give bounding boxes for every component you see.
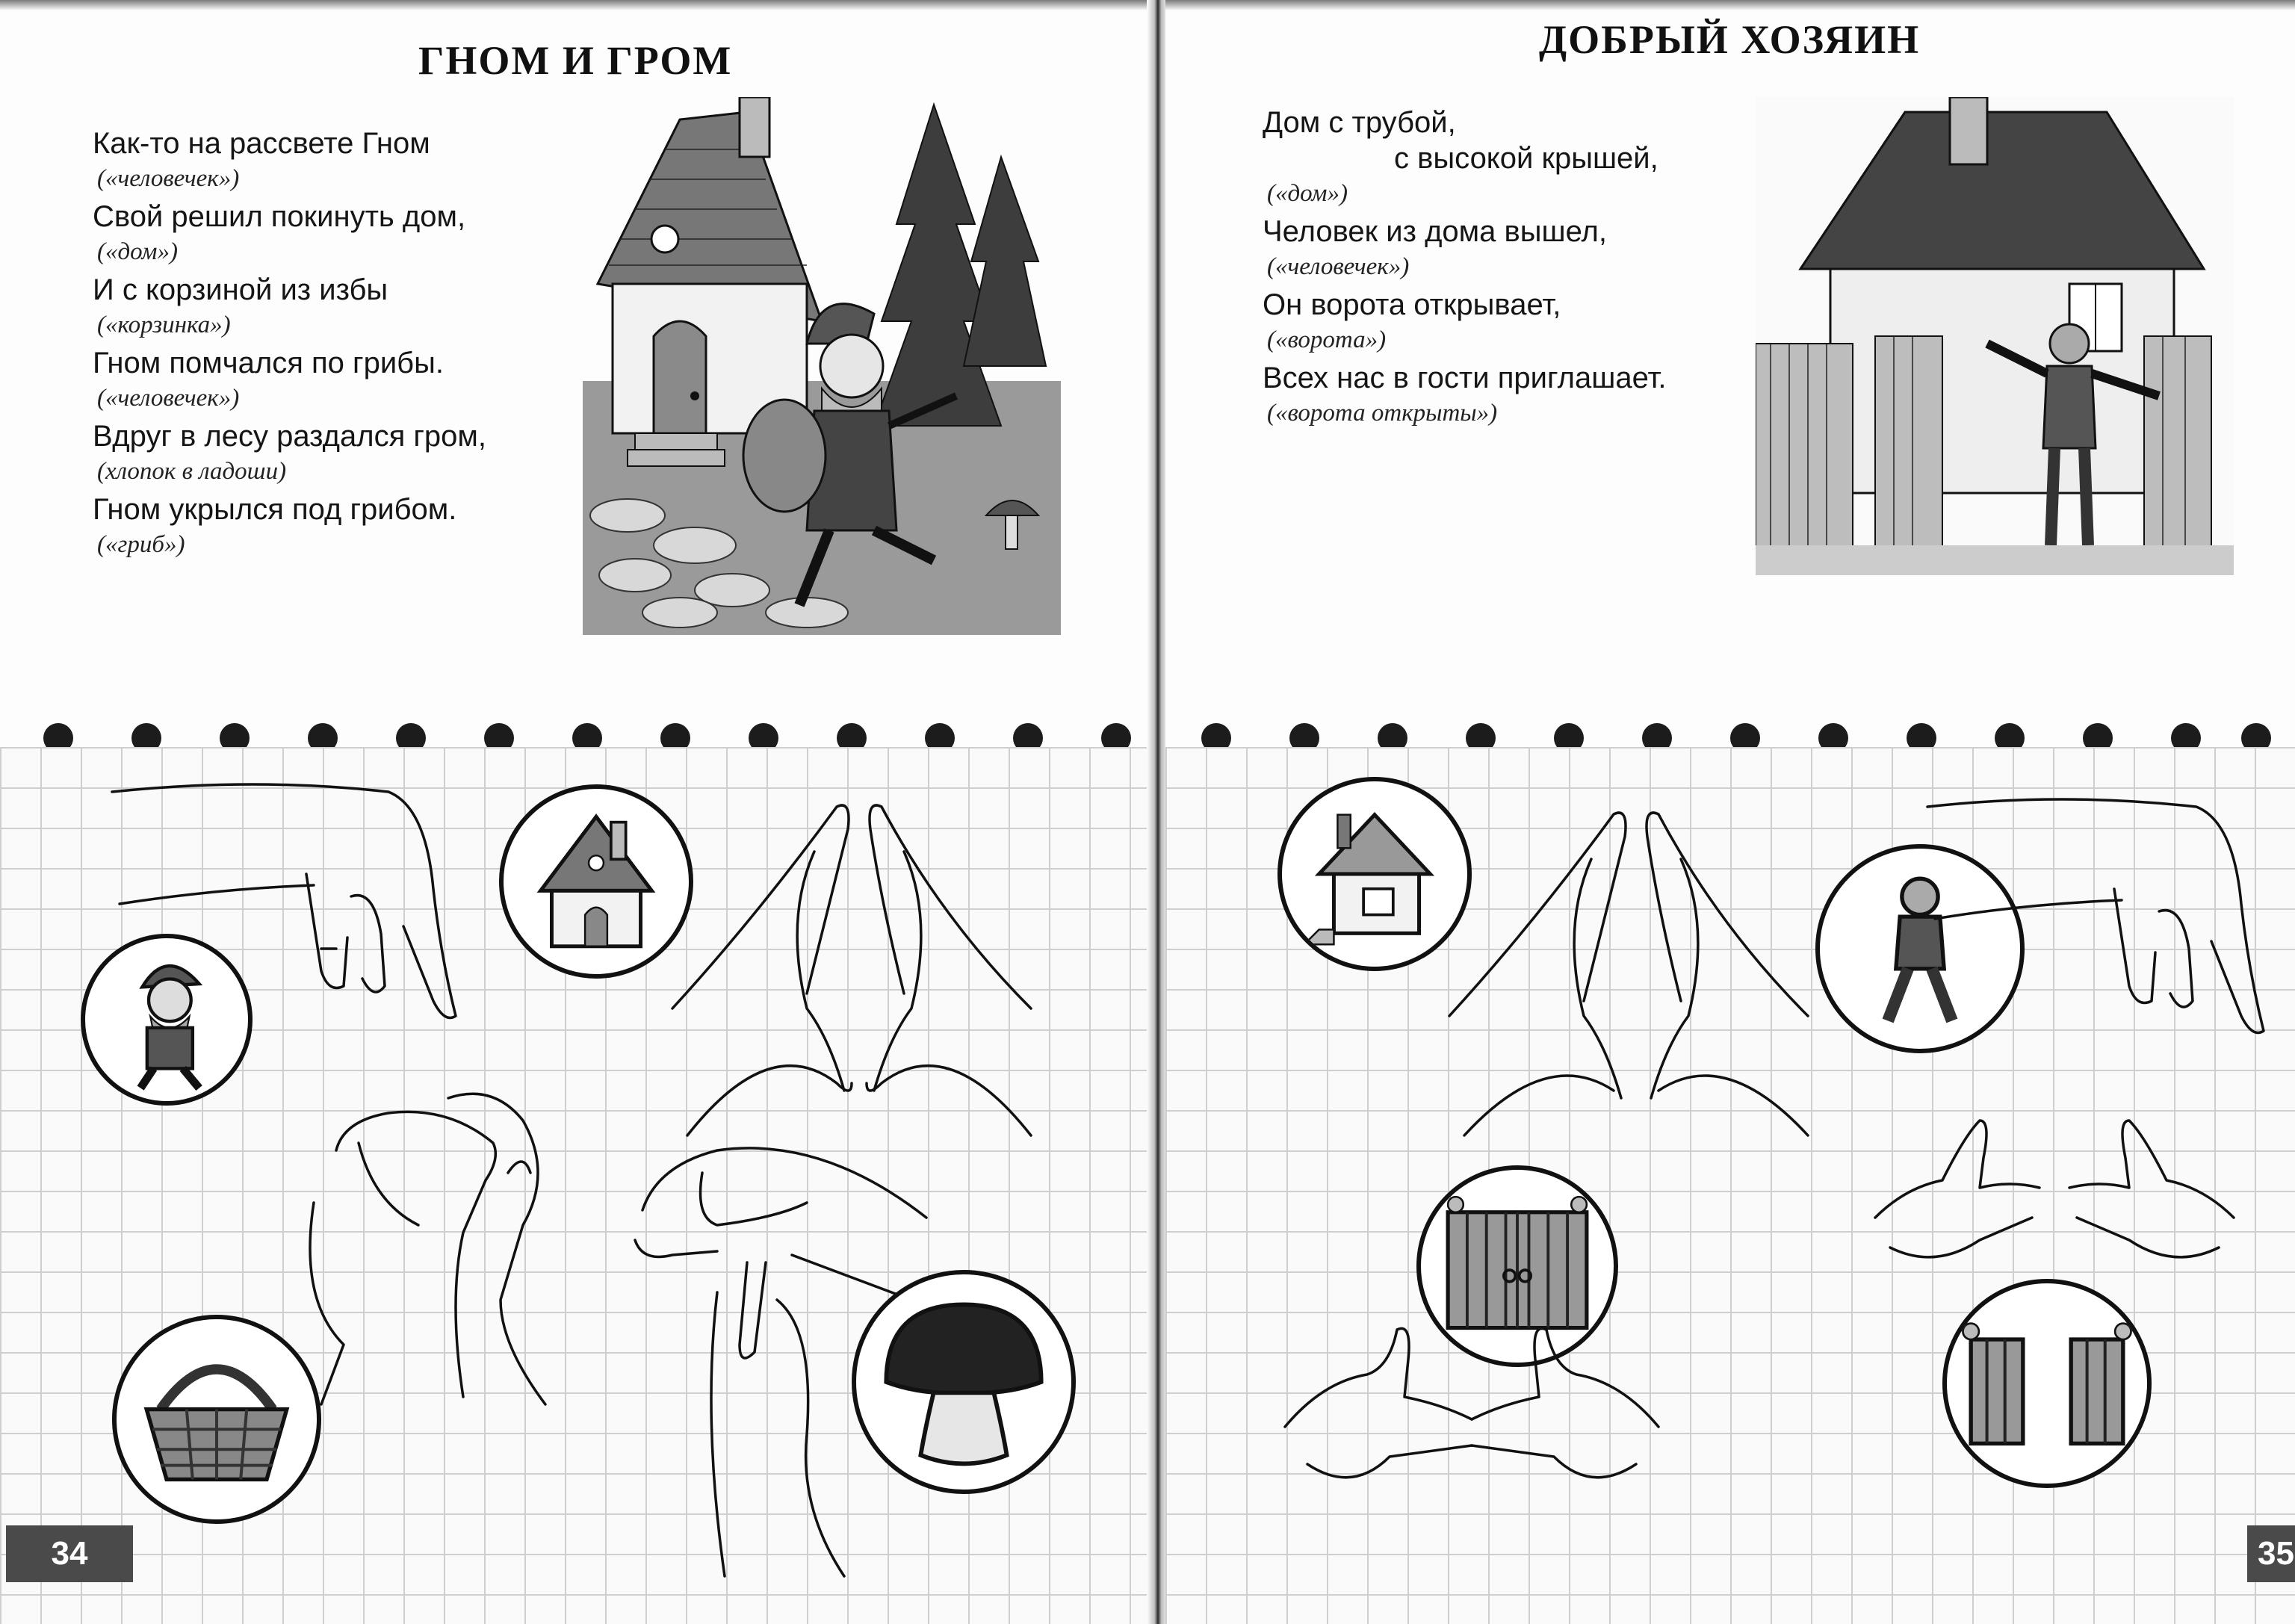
open-gate-icon bbox=[1942, 1279, 2152, 1488]
cottage-icon bbox=[1277, 777, 1472, 971]
poem-line: Вдруг в лесу раздался гром, bbox=[93, 420, 487, 453]
poem-line: Как-то на рассвете Гном bbox=[93, 127, 430, 160]
right-page-title: ДОБРЫЙ ХОЗЯИН bbox=[1539, 17, 1921, 62]
gesture-note: («дом») bbox=[97, 238, 178, 265]
mushroom-icon bbox=[852, 1270, 1076, 1494]
poem-line: Свой решил покинуть дом, bbox=[93, 200, 466, 233]
poem-stanza-line: Как-то на рассвете Гном («человечек») bbox=[93, 125, 486, 196]
right-page: ДОБРЫЙ ХОЗЯИН Дом с трубой, с высокой кр… bbox=[1165, 0, 2295, 1624]
gnome-icon bbox=[81, 934, 253, 1106]
left-poem: Как-то на рассвете Гном («человечек») Св… bbox=[93, 125, 486, 565]
gnome-figure bbox=[742, 303, 958, 607]
poem-line: Гном укрылся под грибом. bbox=[93, 493, 457, 526]
poem-stanza-line: Дом с трубой, bbox=[1263, 105, 1667, 140]
hand-mushroom-gesture-illustration bbox=[634, 1147, 928, 1578]
hands-gate-closed-illustration bbox=[1283, 1327, 1660, 1479]
poem-stanza-line: И с корзиной из избы («корзинка») bbox=[93, 272, 486, 342]
left-page-title: ГНОМ И ГРОМ bbox=[418, 38, 733, 83]
poem-line: Дом с трубой, bbox=[1263, 106, 1456, 139]
poem-stanza-line: Всех нас в гости приглашает. («ворота от… bbox=[1263, 360, 1667, 430]
gesture-note: (хлопок в ладоши) bbox=[97, 458, 287, 485]
closed-gate-icon bbox=[1416, 1165, 1618, 1367]
poem-stanza-line: Человек из дома вышел, («человечек») bbox=[1263, 214, 1667, 284]
hand-fist-finger-illustration bbox=[1926, 798, 2265, 1035]
hands-gate-open-illustration bbox=[1874, 1119, 2235, 1259]
page-edge-shadow bbox=[1165, 0, 2295, 10]
poem-stanza-line: Свой решил покинуть дом, («дом») bbox=[93, 199, 486, 269]
page-number: 35 bbox=[2247, 1525, 2295, 1582]
mushroom-small bbox=[984, 500, 1041, 550]
gesture-note: («человечек») bbox=[1267, 253, 1410, 280]
poem-stanza-line: с высокой крышей, («дом») bbox=[1263, 140, 1667, 211]
gesture-note: («гриб») bbox=[97, 531, 185, 558]
man-figure bbox=[1985, 323, 2161, 546]
walking-man-icon bbox=[1815, 844, 2025, 1053]
page-number: 34 bbox=[6, 1525, 133, 1582]
poem-line: с высокой крышей, bbox=[1394, 142, 1658, 175]
gnome-house-icon bbox=[499, 784, 693, 979]
gesture-note: («дом») bbox=[1267, 180, 1348, 207]
hand-fist-finger-illustration bbox=[111, 783, 457, 1020]
gesture-note: («корзинка») bbox=[97, 312, 231, 338]
poem-stanza-line: Гном помчался по грибы. («человечек») bbox=[93, 345, 486, 415]
poem-stanza-line: Он ворота открывает, («ворота») bbox=[1263, 287, 1667, 357]
gesture-note: («ворота») bbox=[1267, 326, 1387, 353]
poem-line: Он ворота открывает, bbox=[1263, 288, 1561, 321]
gesture-note: («человечек») bbox=[97, 165, 240, 192]
poem-line: Человек из дома вышел, bbox=[1263, 215, 1607, 248]
gesture-note: («ворота открыты») bbox=[1267, 400, 1498, 427]
poem-line: И с корзиной из избы bbox=[93, 273, 388, 306]
gesture-note: («человечек») bbox=[97, 385, 240, 412]
basket-icon bbox=[112, 1315, 321, 1524]
hands-roof-illustration bbox=[671, 804, 1032, 1137]
hands-roof-illustration bbox=[1448, 811, 1809, 1137]
house-gate-man-illustration bbox=[1756, 97, 2234, 575]
poem-line: Всех нас в гости приглашает. bbox=[1263, 362, 1667, 394]
cupped-hands-illustration bbox=[309, 1092, 547, 1406]
gnome-house-illustration bbox=[583, 97, 1061, 635]
poem-stanza-line: Гном укрылся под грибом. («гриб») bbox=[93, 492, 486, 562]
poem-line: Гном помчался по грибы. bbox=[93, 347, 444, 379]
poem-stanza-line: Вдруг в лесу раздался гром, (хлопок в ла… bbox=[93, 418, 486, 489]
page-edge-shadow bbox=[0, 0, 1150, 10]
left-page: ГНОМ И ГРОМ Как-то на рассвете Гном («че… bbox=[0, 0, 1150, 1624]
right-poem: Дом с трубой, с высокой крышей, («дом») … bbox=[1263, 105, 1667, 433]
